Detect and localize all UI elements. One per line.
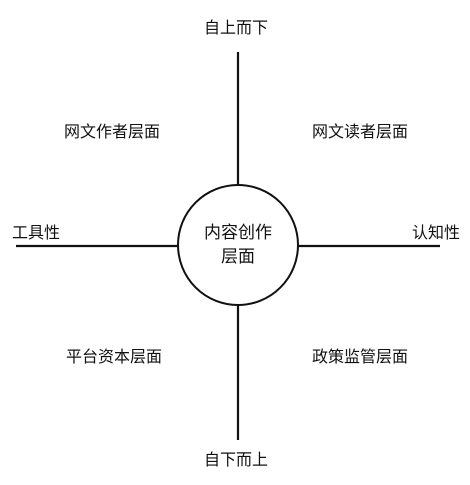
axis-label-right: 认知性	[411, 223, 461, 242]
center-circle	[177, 184, 299, 306]
center-label-line1: 内容创作	[204, 223, 272, 243]
axis-label-left: 工具性	[11, 223, 61, 242]
quadrant-label-top-right: 网文读者层面	[311, 122, 409, 141]
center-label: 内容创作 层面	[204, 221, 272, 269]
center-label-line2: 层面	[221, 247, 255, 267]
quadrant-label-bottom-right: 政策监管层面	[311, 347, 409, 366]
axis-label-top: 自上而下	[203, 18, 269, 37]
quadrant-label-top-left: 网文作者层面	[63, 122, 161, 141]
axis-label-bottom: 自下而上	[203, 450, 269, 469]
quadrant-label-bottom-left: 平台资本层面	[65, 347, 163, 366]
